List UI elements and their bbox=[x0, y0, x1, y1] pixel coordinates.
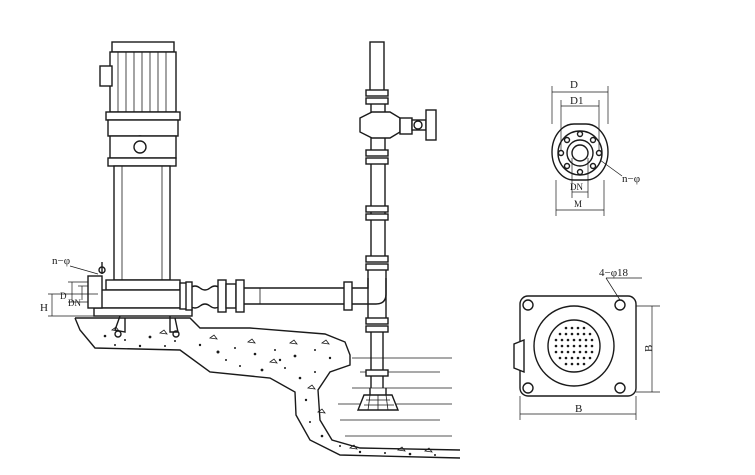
flange-detail bbox=[551, 86, 623, 216]
left-dimensions bbox=[48, 265, 99, 317]
label-dn-left: DN bbox=[68, 298, 81, 308]
ground-section bbox=[74, 317, 461, 459]
terminal-box bbox=[99, 65, 113, 87]
pump-base bbox=[97, 289, 189, 309]
strainer-holes bbox=[554, 326, 594, 366]
label-d-top: D bbox=[570, 79, 578, 91]
pump-column bbox=[113, 165, 171, 281]
gate-valve bbox=[359, 111, 401, 139]
label-dn-flange: DN bbox=[570, 182, 583, 192]
label-n-phi-flange: n−φ bbox=[622, 173, 640, 185]
vertical-pump bbox=[87, 41, 193, 338]
label-d1: D1 bbox=[570, 95, 583, 107]
label-d-left: D bbox=[60, 291, 67, 301]
handwheel bbox=[425, 109, 437, 141]
base-plate-detail bbox=[513, 277, 660, 420]
label-h: H bbox=[40, 302, 48, 314]
label-b-bottom: B bbox=[575, 403, 582, 415]
label-n-phi-left: n−φ bbox=[52, 255, 70, 267]
vertical-pipe bbox=[356, 41, 437, 411]
label-holes: 4−φ18 bbox=[599, 267, 629, 279]
label-m: M bbox=[574, 199, 582, 209]
discharge-pipework bbox=[179, 278, 387, 313]
side-lug bbox=[513, 338, 525, 374]
label-b-right: B bbox=[643, 345, 655, 352]
motor-cap bbox=[111, 41, 175, 53]
